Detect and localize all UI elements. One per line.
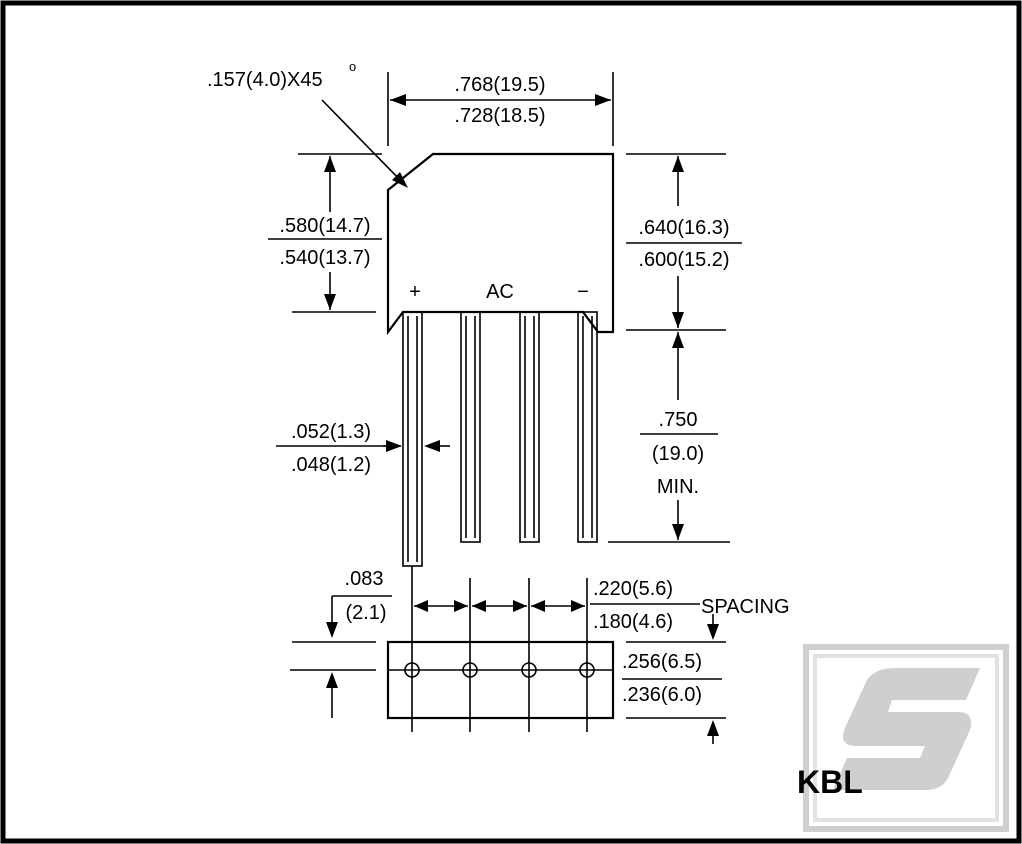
spacing-label: SPACING	[701, 596, 790, 618]
lead-length-metric: (19.0)	[652, 443, 704, 465]
left-height-max-label: .580(14.7)	[279, 215, 370, 237]
chamfer-arrowhead	[392, 172, 408, 188]
spacing-min-label: .180(4.6)	[593, 611, 673, 633]
lead-width-arrow-right	[424, 440, 440, 452]
company-logo-watermark	[803, 644, 1009, 832]
lead-width-arrow-left	[386, 440, 402, 452]
degree-mark: o	[349, 59, 356, 74]
lead-width-min-label: .048(1.2)	[291, 454, 371, 476]
offset-value: .083	[345, 568, 384, 590]
lead-ac-1	[460, 311, 481, 543]
bottom-view-body	[386, 640, 615, 720]
pin-minus-label: −	[577, 281, 589, 303]
spacing-arrows	[414, 600, 585, 612]
width-max-label: .768(19.5)	[454, 74, 545, 96]
package-body	[386, 152, 615, 336]
pin-hole-4	[579, 662, 595, 678]
spacing-max-label: .220(5.6)	[593, 578, 673, 600]
lead-length-note: MIN.	[657, 476, 699, 498]
pin-hole-2	[462, 662, 478, 678]
offset-metric: (2.1)	[345, 602, 386, 624]
left-height-min-label: .540(13.7)	[279, 247, 370, 269]
pin-hole-3	[521, 662, 537, 678]
lead-length-value: .750	[659, 409, 698, 431]
lead-minus	[577, 311, 598, 543]
offset-arrow-up	[326, 672, 338, 688]
chamfer-leader	[321, 99, 405, 185]
depth-arrow-down	[707, 624, 719, 640]
part-name: KBL	[797, 764, 863, 800]
right-height-max-label: .640(16.3)	[638, 217, 729, 239]
lead-ac-2	[519, 311, 540, 543]
depth-max-label: .256(6.5)	[622, 651, 702, 673]
lead-width-max-label: .052(1.3)	[291, 421, 371, 443]
right-height-min-label: .600(15.2)	[638, 249, 729, 271]
depth-arrow-up	[707, 720, 719, 736]
offset-arrow-down	[326, 622, 338, 638]
pin-plus-label: +	[409, 281, 421, 303]
pin-ac-label: AC	[486, 281, 514, 303]
leads	[402, 311, 598, 567]
width-min-label: .728(18.5)	[454, 105, 545, 127]
chamfer-label: .157(4.0)X45	[207, 69, 323, 91]
depth-min-label: .236(6.0)	[622, 684, 702, 706]
pin-hole-1	[404, 662, 420, 678]
